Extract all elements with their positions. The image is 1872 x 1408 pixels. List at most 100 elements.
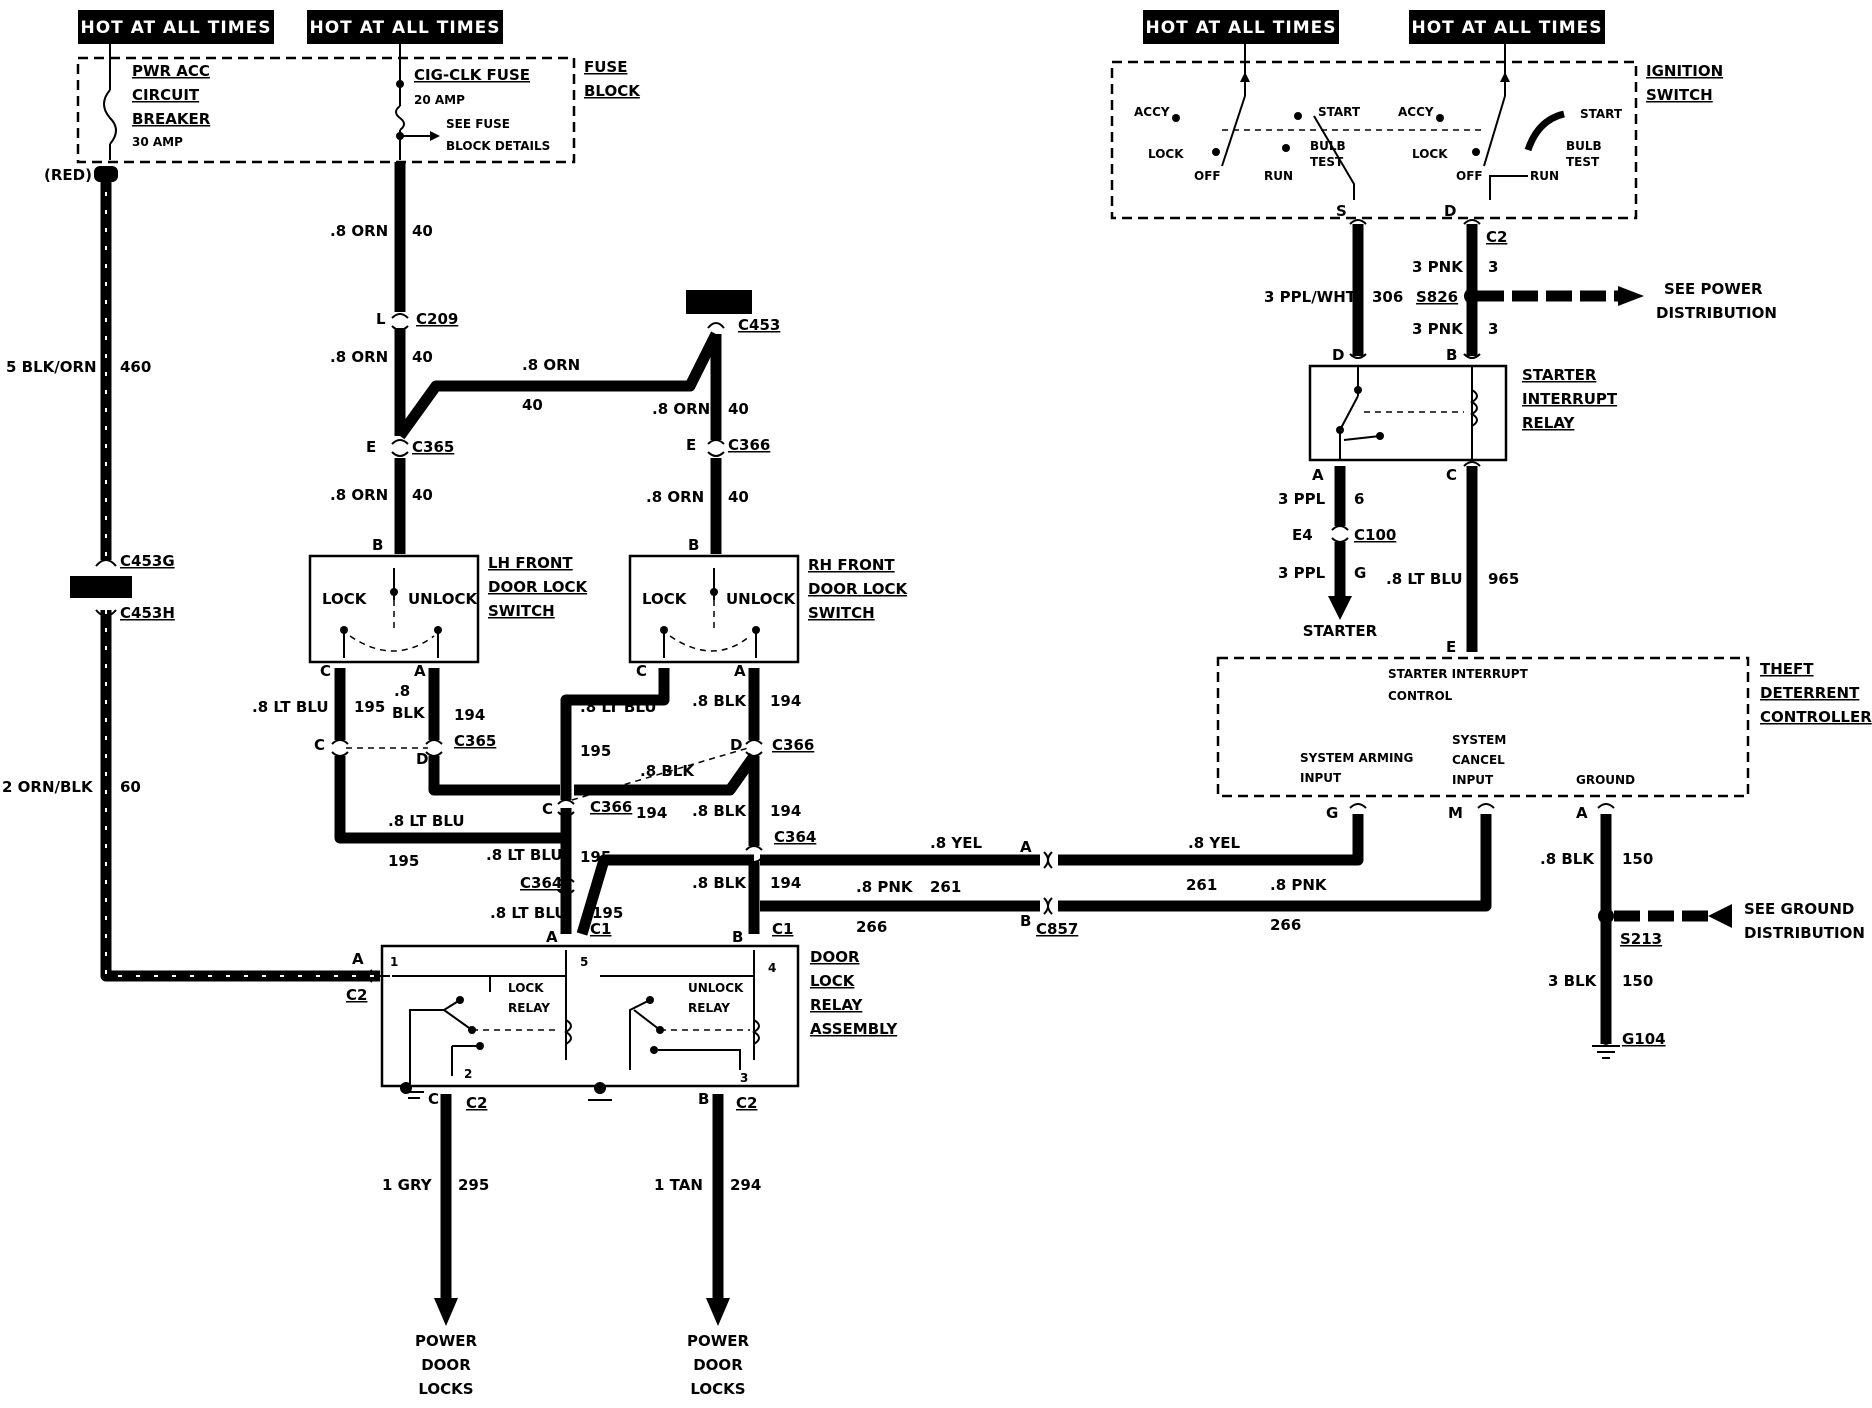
s213-label: S213 (1620, 930, 1662, 948)
c453-top-connector (686, 290, 752, 314)
c453g-label: C453G (120, 552, 175, 570)
lh-label-3: SWITCH (488, 602, 555, 620)
start-arc-icon (1524, 110, 1565, 152)
ground-icon (1601, 1035, 1611, 1045)
orn-num-2: 40 (412, 348, 433, 366)
c366-low-num: 194 (636, 804, 667, 822)
right-wires: 3 PPL/WHT 306 3 PNK 3 S826 3 PNK 3 SEE P… (1264, 219, 1777, 364)
c366-pin-e: E (686, 436, 696, 454)
ppl-size-2: 3 PPL (1278, 564, 1326, 582)
rh-pin-b: B (688, 536, 699, 554)
tdc-label-1: THEFT (1760, 660, 1814, 678)
gnd-num-1: 150 (1622, 850, 1653, 868)
orn-size-2: .8 ORN (330, 348, 388, 366)
c366-mid-label: C366 (772, 736, 814, 754)
c365-top-label: C365 (412, 438, 454, 456)
lh-label-2: DOOR LOCK (488, 578, 589, 596)
c857-num-261-right: 261 (1186, 876, 1217, 894)
see-fuse-2: BLOCK DETAILS (446, 139, 550, 153)
left-lower-num: 60 (120, 778, 141, 796)
lh-unlock-label: UNLOCK (408, 590, 479, 608)
hot-badge-4-text: HOT AT ALL TIMES (1412, 18, 1603, 38)
relay-assembly-label-4: ASSEMBLY (810, 1020, 898, 1038)
relay-c2-b: C2 (736, 1094, 757, 1112)
arrow-down-icon (1328, 596, 1352, 620)
rh-lock-label: LOCK (642, 590, 688, 608)
hot-badge-3-text: HOT AT ALL TIMES (1146, 18, 1337, 38)
see-fuse-1: SEE FUSE (446, 117, 510, 131)
rh-label-1: RH FRONT (808, 556, 895, 574)
tdc-pin-m: M (1448, 804, 1463, 822)
ign2-accy: ACCY (1398, 105, 1434, 119)
unlock-relay-1: UNLOCK (688, 981, 744, 995)
mid-ltblu-num: 195 (580, 848, 611, 866)
lh-ltblu-size: .8 LT BLU (252, 698, 329, 716)
ign2-start: START (1580, 107, 1623, 121)
relay-coil-icon (1470, 389, 1478, 427)
door-lock-relay-assembly: A C2 1 5 4 2 3 LOCK RELAY UNLOCK RELAY D… (346, 944, 898, 1112)
rh-blk-size: .8 BLK (692, 692, 747, 710)
c857-pnk-left: .8 PNK (856, 878, 914, 896)
tdc-label-2: DETERRENT (1760, 684, 1860, 702)
left-lower-size: 2 ORN/BLK (2, 778, 94, 796)
breaker-amp: 30 AMP (132, 135, 183, 149)
pnk-num-1: 3 (1488, 258, 1498, 276)
sir-label-3: RELAY (1522, 414, 1576, 432)
rh-pin-a: A (734, 662, 746, 680)
lh-pin-b: B (372, 536, 383, 554)
ign1-test: TEST (1310, 155, 1344, 169)
left-upper-num: 460 (120, 358, 151, 376)
lh-ltblu-num-2: 195 (388, 852, 419, 870)
sir-pin-a: A (1312, 466, 1324, 484)
arrow-down-icon (706, 1298, 730, 1326)
lh-blk-size-1: .8 (394, 682, 410, 700)
c365-pin-c: C (314, 736, 325, 754)
ignition-label-1: IGNITION (1646, 62, 1723, 80)
unlock-relay-coil-icon (752, 1019, 760, 1045)
gry-size: 1 GRY (382, 1176, 433, 1194)
ignition-label-2: SWITCH (1646, 86, 1713, 104)
relay-assembly-label-1: DOOR (810, 948, 860, 966)
tdc-pin-g: G (1326, 804, 1338, 822)
rh-label-2: DOOR LOCK (808, 580, 909, 598)
c366-pin-c: C (542, 800, 553, 818)
relay-c2-c: C2 (466, 1094, 487, 1112)
orn-size-5: .8 ORN (330, 486, 388, 504)
ltblu-965-size: .8 LT BLU (1386, 570, 1463, 588)
ppl-size-1: 3 PPL (1278, 490, 1326, 508)
rh-unlock-label: UNLOCK (726, 590, 797, 608)
orn-num-1: 40 (412, 222, 433, 240)
breaker-label-1: PWR ACC (132, 62, 210, 80)
middle-wires: .8 LT BLU 195 .8 BLK 194 C D C365 .8 LT … (252, 668, 816, 946)
relay-c2-left: C2 (346, 986, 367, 1004)
relay-pin-3: 3 (740, 1071, 748, 1085)
ign-pin-s: S (1336, 202, 1347, 220)
c364-left-label: C364 (520, 874, 562, 892)
ign1-lock: LOCK (1148, 147, 1184, 161)
sir-top-pin-d: D (1332, 346, 1344, 364)
fuse-icon (395, 105, 405, 131)
c1-pin-b: B (732, 928, 743, 946)
tdc-sic-1: STARTER INTERRUPT (1388, 667, 1529, 681)
lh-door-lock-switch: B LOCK UNLOCK LH FRONT DOOR LOCK SWITCH … (308, 536, 589, 680)
orn-size-6: .8 ORN (646, 488, 704, 506)
starter-interrupt-relay: STARTER INTERRUPT RELAY A C (1308, 364, 1618, 484)
tdc-cancel-2: CANCEL (1452, 753, 1505, 767)
lh-label-1: LH FRONT (488, 554, 573, 572)
c453h-label: C453H (120, 604, 175, 622)
mid-ltblu-size: .8 LT BLU (486, 846, 563, 864)
rh-blk-size-3: .8 BLK (692, 874, 747, 892)
tdc-pin-a: A (1576, 804, 1588, 822)
sir-pin-c: C (1446, 466, 1457, 484)
fuse-block: PWR ACC CIRCUIT BREAKER 30 AMP CIG-CLK F… (76, 56, 641, 164)
pnk-size-2: 3 PNK (1412, 320, 1464, 338)
c857-yel-left: .8 YEL (930, 834, 982, 852)
hot-badge-1: HOT AT ALL TIMES (78, 10, 274, 44)
rh-blk-size-2: .8 BLK (692, 802, 747, 820)
orn-size-4: .8 ORN (652, 400, 710, 418)
relay-pin-1: 1 (390, 955, 398, 969)
ign2-off: OFF (1456, 169, 1483, 183)
ltblu-965-num: 965 (1488, 570, 1519, 588)
ground-circuit: .8 BLK 150 S213 3 BLK 150 G104 SEE GROUN… (1540, 814, 1865, 1059)
